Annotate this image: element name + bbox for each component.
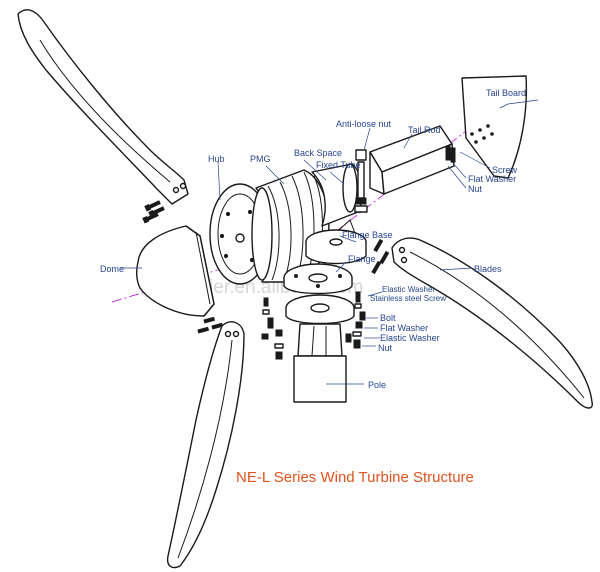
dome-bolts xyxy=(197,316,224,334)
label-dome: Dome xyxy=(100,264,124,274)
label-nut-top: Nut xyxy=(468,184,483,194)
label-tail-rod: Tail Rod xyxy=(408,125,441,135)
bolt-set-right xyxy=(345,291,366,349)
leader-flange xyxy=(335,261,347,273)
tail-rod xyxy=(369,125,456,195)
blade-top-left-bolts xyxy=(142,200,165,224)
leader-pmg xyxy=(265,165,285,185)
leader-tail-rod xyxy=(403,133,413,149)
label-blades: Blades xyxy=(474,264,502,274)
label-tail-board: Tail Board xyxy=(486,88,526,98)
blade-right xyxy=(391,237,593,409)
label-fixed-tube: Fixed Tube xyxy=(316,160,361,170)
leader-fixed-tube xyxy=(329,171,345,185)
label-anti-loose-nut: Anti-loose nut xyxy=(336,119,392,129)
leader-screw xyxy=(459,151,491,169)
diagram-title: NE-L Series Wind Turbine Structure xyxy=(236,469,474,486)
leader-tail-board xyxy=(499,99,539,109)
label-back-space: Back Space xyxy=(294,148,342,158)
label-elastic-washer-mid: Elastic Washer xyxy=(382,285,435,294)
lower-flange xyxy=(285,294,355,325)
label-flat-washer-top: Flat Washer xyxy=(468,174,516,184)
label-bolt: Bolt xyxy=(380,313,396,323)
flange-base xyxy=(305,229,367,265)
leader-back-space xyxy=(303,159,327,181)
bolt-set-left xyxy=(261,297,284,360)
back-space xyxy=(311,163,363,253)
label-elastic-washer-bottom: Elastic Washer xyxy=(380,333,440,343)
leader-blades xyxy=(439,267,473,271)
label-stainless-steel-screw: Stainless steel Screw xyxy=(370,294,446,303)
label-flange-base: Flange Base xyxy=(342,230,393,240)
label-pole: Pole xyxy=(368,380,386,390)
label-hub: Hub xyxy=(208,154,225,164)
leader-stainless-screw xyxy=(367,291,383,297)
label-flat-washer-bottom: Flat Washer xyxy=(380,323,428,333)
label-screw: Screw xyxy=(492,165,518,175)
tail-board xyxy=(461,75,528,179)
leader-nut-top xyxy=(447,165,467,189)
leader-flange-base xyxy=(339,235,357,243)
label-pmg: PMG xyxy=(250,154,271,164)
leader-flat-washer-top xyxy=(451,161,467,179)
leader-anti-loose-nut xyxy=(363,127,371,151)
anti-loose-nut xyxy=(354,149,368,213)
leader-hub xyxy=(217,161,221,201)
blade-right-screws xyxy=(371,238,390,275)
label-nut-bottom: Nut xyxy=(378,343,393,353)
pole xyxy=(293,323,347,403)
label-flange: Flange xyxy=(348,254,376,264)
dome xyxy=(135,225,215,317)
flange xyxy=(283,263,353,295)
blade-top-left xyxy=(17,9,189,205)
blade-bottom xyxy=(166,321,245,569)
